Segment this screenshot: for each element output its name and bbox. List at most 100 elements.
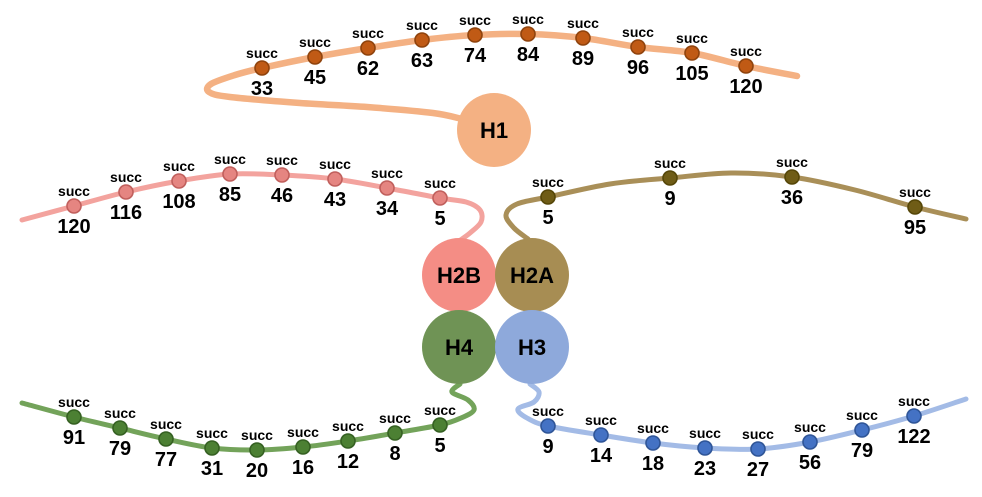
h3-site-14-modification-label: succ [585, 412, 617, 428]
h2b-site-5-dot [432, 190, 448, 206]
h1-site-96-modification-label: succ [622, 24, 654, 40]
h1-site-96-position: 96 [627, 57, 649, 79]
h4-site-77-position: 77 [155, 449, 177, 471]
h2b-site-34-position: 34 [376, 198, 399, 220]
h3-site-122-position: 122 [897, 426, 930, 448]
h4-site-16-modification-label: succ [287, 424, 319, 440]
h4-site-31-modification-label: succ [196, 425, 228, 441]
h2b-site-46-dot [274, 167, 290, 183]
h2a-site-5-dot [540, 189, 556, 205]
h1-site-89-modification-label: succ [567, 15, 599, 31]
h4-site-16-dot [295, 439, 311, 455]
h1-site-63-position: 63 [411, 50, 433, 72]
h4-site-91-dot [66, 409, 82, 425]
h4-site-20-modification-label: succ [241, 427, 273, 443]
h2b-site-85-dot [222, 166, 238, 182]
h2b-site-120-position: 120 [57, 216, 90, 238]
h2b-tail-line [19, 171, 485, 244]
h3-site-9-modification-label: succ [532, 403, 564, 419]
h2a-site-9-dot [662, 170, 678, 186]
h2b-site-43-modification-label: succ [319, 156, 351, 172]
h3-site-23-dot [697, 440, 713, 456]
h2a-site-95-modification-label: succ [899, 184, 931, 200]
h4-site-31-position: 31 [201, 458, 223, 480]
h1-site-74-dot [467, 27, 483, 43]
h3-site-122-modification-label: succ [898, 393, 930, 409]
h4-site-20-position: 20 [246, 460, 268, 482]
h4-site-79-position: 79 [109, 438, 131, 460]
h2b-site-46-position: 46 [271, 185, 293, 207]
h4-site-8-modification-label: succ [379, 410, 411, 426]
h3-site-27-modification-label: succ [742, 426, 774, 442]
h2a-site-5-modification-label: succ [532, 174, 564, 190]
h2b-site-85-modification-label: succ [214, 151, 246, 167]
h1-site-45-modification-label: succ [299, 34, 331, 50]
h3-site-27-dot [750, 441, 766, 457]
h2a-site-36-position: 36 [781, 187, 803, 209]
h4-site-12-modification-label: succ [332, 418, 364, 434]
h1-site-33-dot [254, 60, 270, 76]
h2a-site-36-dot [784, 169, 800, 185]
h1-site-105-position: 105 [675, 63, 708, 85]
h1-site-63-dot [414, 32, 430, 48]
h3-site-56-modification-label: succ [794, 419, 826, 435]
h4-label: H4 [445, 335, 474, 360]
h4-site-16-position: 16 [292, 457, 314, 479]
h1-site-120-modification-label: succ [730, 43, 762, 59]
h4-site-79-modification-label: succ [104, 405, 136, 421]
h3-label: H3 [518, 335, 546, 360]
h1-site-63-modification-label: succ [406, 17, 438, 33]
h3-site-23-position: 23 [694, 458, 716, 480]
h3-site-122-dot [906, 408, 922, 424]
h1-site-120-dot [738, 58, 754, 74]
h2a-tail-line [503, 170, 969, 242]
h3-site-23-modification-label: succ [689, 425, 721, 441]
h3-site-79-modification-label: succ [846, 407, 878, 423]
h3-site-27-position: 27 [747, 459, 769, 481]
h2b-site-116-position: 116 [110, 202, 142, 224]
h4-site-12-position: 12 [337, 451, 359, 473]
h3-site-9-position: 9 [542, 436, 553, 458]
h4-globular-domain [422, 310, 496, 384]
h4-site-8-position: 8 [389, 443, 400, 465]
h1-site-33-position: 33 [251, 78, 273, 100]
h2b-site-108-position: 108 [162, 191, 195, 213]
h2b-site-34-dot [379, 180, 395, 196]
h1-site-62-dot [360, 40, 376, 56]
h4-site-77-modification-label: succ [150, 416, 182, 432]
h4-site-79-dot [112, 420, 128, 436]
h2b-site-116-modification-label: succ [110, 169, 142, 185]
h2b-site-116-dot [118, 184, 134, 200]
h2b-site-108-dot [171, 173, 187, 189]
h2b-globular-domain [422, 238, 496, 312]
h2b-site-43-dot [327, 171, 343, 187]
h1-site-62-modification-label: succ [352, 25, 384, 41]
h2a-site-9-position: 9 [664, 188, 675, 210]
h4-site-77-dot [158, 431, 174, 447]
h2a-site-36-modification-label: succ [776, 154, 808, 170]
h1-site-62-position: 62 [357, 58, 379, 80]
h3-site-56-dot [802, 434, 818, 450]
h4-site-5-dot [432, 417, 448, 433]
h1-site-84-modification-label: succ [512, 11, 544, 27]
h4-site-20-dot [249, 442, 265, 458]
h3-site-79-position: 79 [851, 440, 873, 462]
h1-site-74-modification-label: succ [459, 12, 491, 28]
h2a-label: H2A [510, 263, 554, 288]
h2a-site-95-position: 95 [904, 217, 926, 239]
h2a-site-9-modification-label: succ [654, 155, 686, 171]
h2a-globular-domain [495, 238, 569, 312]
h1-site-45-position: 45 [304, 67, 326, 89]
h1-site-105-dot [684, 45, 700, 61]
h1-site-84-dot [520, 26, 536, 42]
h4-site-8-dot [387, 425, 403, 441]
h1-site-105-modification-label: succ [676, 30, 708, 46]
h1-site-84-position: 84 [517, 44, 540, 66]
h1-site-45-dot [307, 49, 323, 65]
h1-site-89-position: 89 [572, 48, 594, 70]
h3-site-9-dot [540, 418, 556, 434]
h2b-site-120-dot [66, 198, 82, 214]
h2b-site-34-modification-label: succ [371, 165, 403, 181]
